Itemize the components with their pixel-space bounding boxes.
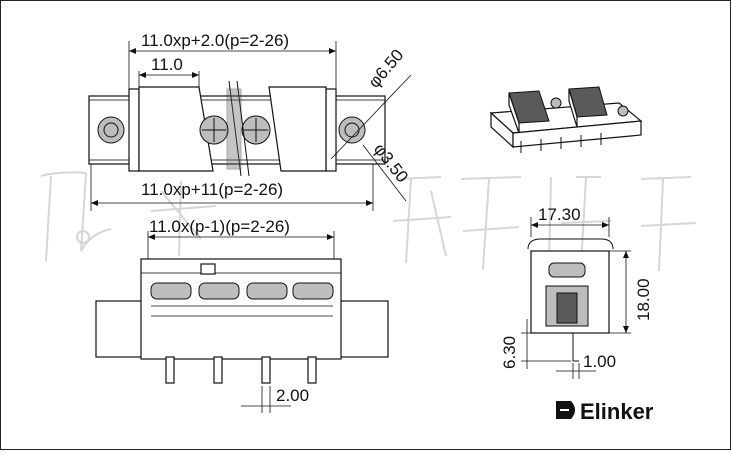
dim-front-span: 11.0x(p-1)(p=2-26) [149,217,290,236]
side-dimension-lines [521,217,631,379]
top-view [88,80,386,177]
dim-pin-width: 2.00 [276,386,309,405]
isometric-view [489,86,643,153]
dim-top-pitch: 11.0 [151,55,183,74]
top-dimension-lines [90,41,412,211]
dim-hole-large: φ6.50 [365,46,408,92]
watermark-calligraphy-icon [40,171,697,272]
cover-right [268,86,327,172]
dim-pin-offset: 1.00 [583,352,616,371]
dim-side-width: 17.30 [538,205,581,224]
cover-left [138,86,214,172]
mount-hole-right [338,116,366,144]
dim-side-height: 18.00 [634,278,653,321]
elinker-logo-icon [556,401,575,419]
dim-pin-length: 6.30 [500,336,519,369]
brand-name: Elinker [580,399,654,424]
side-view [527,238,614,362]
front-view [95,258,389,384]
front-dimension-lines [147,231,335,413]
dim-mount-span: 11.0xp+11(p=2-26) [141,180,283,199]
mount-hole-left [97,116,125,144]
dim-top-total: 11.0xp+2.0(p=2-26) [141,31,289,50]
